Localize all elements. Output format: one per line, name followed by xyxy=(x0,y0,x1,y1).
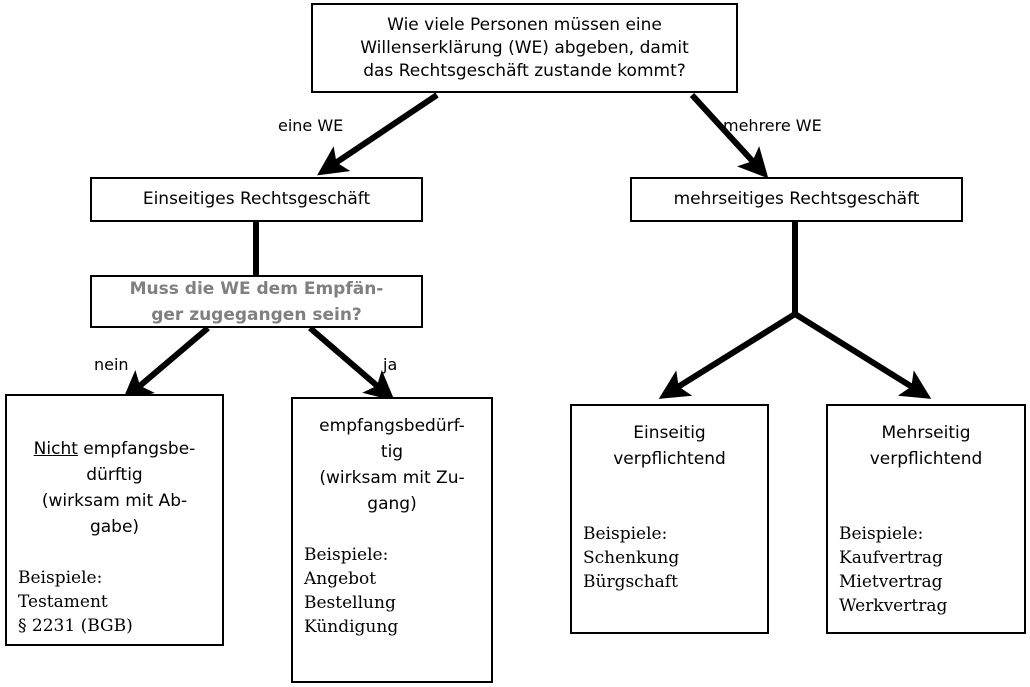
edge-root-to-einseitig xyxy=(317,92,439,176)
node-root-question-label: Wie viele Personen müssen eine Willenser… xyxy=(360,14,689,81)
node-empfangsbeduerftig-examples: Beispiele: Angebot Bestellung Kündigung xyxy=(304,545,399,637)
node-nicht-empfangsbeduerftig-head: Nicht empfangsbe- dürftig (wirksam mit A… xyxy=(7,410,222,540)
edge-label-eine-we: eine WE xyxy=(278,116,344,135)
node-einseitiges-rechtsgeschaeft[interactable]: Einseitiges Rechtsgeschäft xyxy=(90,177,423,222)
node-mehrseitiges-label: mehrseitiges Rechtsgeschäft xyxy=(673,189,920,209)
node-einseitiges-label: Einseitiges Rechtsgeschäft xyxy=(142,189,371,209)
edge-split-to-mehrseitig-verpflichtend xyxy=(793,311,932,399)
node-mehrseitig-verpflichtend-examples: Beispiele: Kaufvertrag Mietvertrag Werkv… xyxy=(839,524,948,616)
node-mehrseitig-verpflichtend[interactable]: Mehrseitig verpflichtend Beispiele: Kauf… xyxy=(826,404,1026,634)
node-decision-zugang-label: Muss die WE dem Empfän- ger zugegangen s… xyxy=(129,278,384,325)
edge-decision-to-nicht xyxy=(122,325,210,401)
node-empfangsbeduerftig-head: empfangsbedürf- tig (wirksam mit Zu- gan… xyxy=(319,416,465,514)
node-einseitig-verpflichtend-head: Einseitig verpflichtend xyxy=(613,423,726,469)
node-empfangsbeduerftig[interactable]: empfangsbedürf- tig (wirksam mit Zu- gan… xyxy=(291,397,493,683)
nicht-underline: Nicht xyxy=(33,439,78,459)
edge-label-mehrere-we: mehrere WE xyxy=(723,116,822,135)
edge-label-ja: ja xyxy=(383,355,398,374)
node-root-question[interactable]: Wie viele Personen müssen eine Willenser… xyxy=(311,3,738,93)
node-einseitig-verpflichtend-examples: Beispiele: Schenkung Bürgschaft xyxy=(583,524,680,592)
edge-decision-to-empfangs xyxy=(308,325,395,401)
node-nicht-empfangsbeduerftig-examples: Beispiele: Testament § 2231 (BGB) xyxy=(18,568,133,636)
node-decision-zugang[interactable]: Muss die WE dem Empfän- ger zugegangen s… xyxy=(90,275,423,328)
node-einseitig-verpflichtend[interactable]: Einseitig verpflichtend Beispiele: Schen… xyxy=(570,404,769,634)
nicht-head-rest: empfangsbe- dürftig (wirksam mit Ab- gab… xyxy=(41,439,196,537)
edge-label-nein: nein xyxy=(94,355,129,374)
edge-split-to-einseitig-verpflichtend xyxy=(658,311,797,399)
node-mehrseitiges-rechtsgeschaeft[interactable]: mehrseitiges Rechtsgeschäft xyxy=(630,177,963,222)
node-mehrseitig-verpflichtend-head: Mehrseitig verpflichtend xyxy=(869,423,983,469)
node-nicht-empfangsbeduerftig[interactable]: Nicht empfangsbe- dürftig (wirksam mit A… xyxy=(5,394,224,646)
